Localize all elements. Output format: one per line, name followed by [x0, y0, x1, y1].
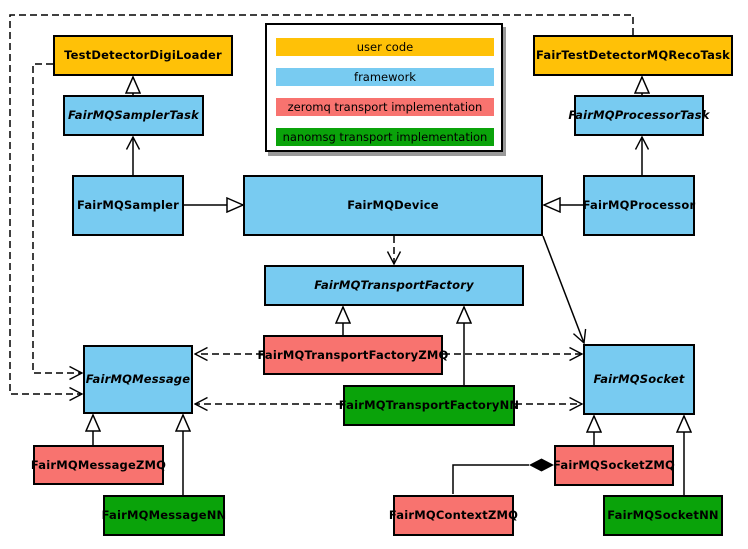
node-fairmq-sampler: FairMQSampler [72, 175, 184, 236]
node-fairmq-socket: FairMQSocket [583, 344, 695, 415]
node-fairmq-message-zmq: FairMQMessageZMQ [31, 445, 166, 485]
legend-item-framework: framework [276, 68, 494, 86]
node-fair-test-detector-mq-reco-task: FairTestDetectorMQRecoTask [533, 35, 733, 76]
node-fairmq-sampler-task: FairMQSamplerTask [63, 95, 204, 136]
legend-item-zeromq: zeromq transport implementation [276, 98, 494, 116]
node-fairmq-socket-zmq: FairMQSocketZMQ [553, 445, 675, 486]
node-fairmq-message: FairMQMessage [83, 345, 193, 414]
node-fairmq-device: FairMQDevice [243, 175, 543, 236]
node-fairmq-processor-task: FairMQProcessorTask [568, 95, 709, 136]
legend: user code framework zeromq transport imp… [265, 23, 503, 152]
node-fairmq-transport-factory-nn: FairMQTransportFactoryNN [339, 385, 519, 426]
edge-device-to-socket [542, 235, 584, 343]
node-test-detector-digi-loader: TestDetectorDigiLoader [53, 35, 233, 76]
node-fairmq-transport-factory: FairMQTransportFactory [264, 265, 524, 306]
composition-diamond-icon [529, 458, 554, 472]
legend-item-user-code: user code [276, 38, 494, 56]
edge-recotask-to-message [9, 14, 634, 394]
edge-contextzmq-to-socketzmq [452, 464, 529, 494]
edge-digiloader-to-message [32, 63, 82, 373]
legend-item-nanomsg: nanomsg transport implementation [276, 128, 494, 146]
node-fairmq-processor: FairMQProcessor [583, 175, 695, 236]
node-fairmq-transport-factory-zmq: FairMQTransportFactoryZMQ [258, 335, 448, 375]
node-fairmq-context-zmq: FairMQContextZMQ [389, 495, 518, 536]
node-fairmq-message-nn: FairMQMessageNN [102, 495, 226, 536]
node-fairmq-socket-nn: FairMQSocketNN [603, 495, 723, 536]
